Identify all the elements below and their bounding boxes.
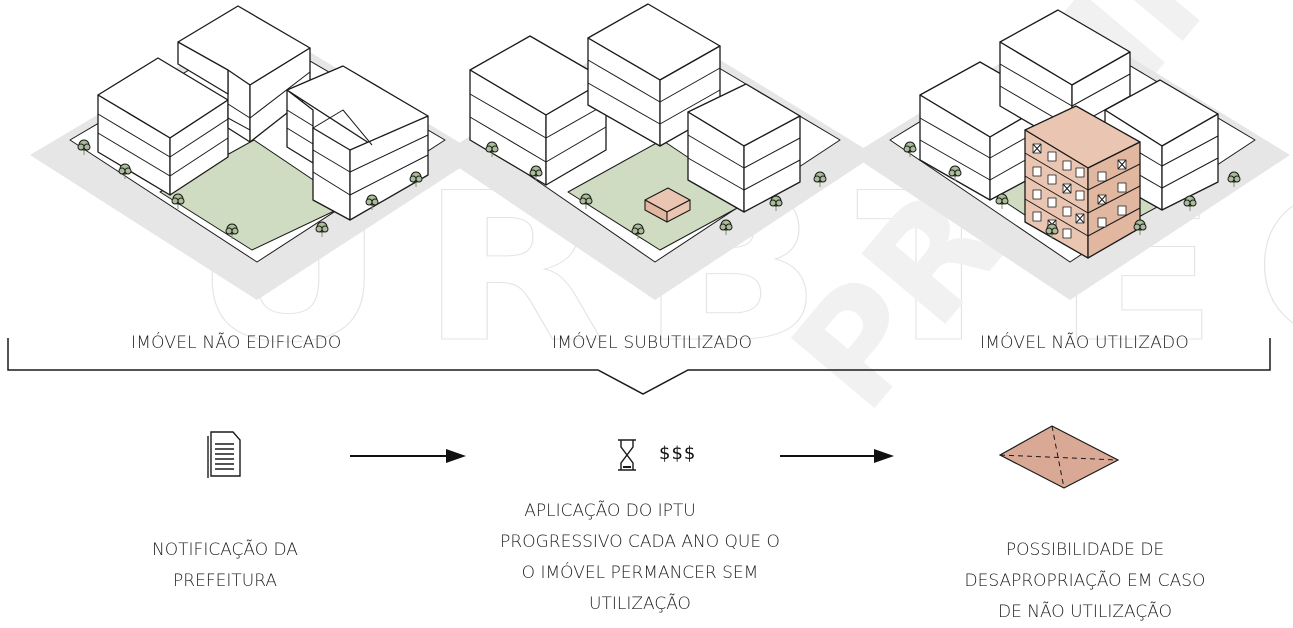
caption-not-built: IMÓVEL NÃO EDIFICADO [131,333,342,353]
step-line: DESAPROPRIAÇÃO EM CASO [964,571,1206,591]
step-line: PREFEITURA [173,571,277,591]
caption-unused: IMÓVEL NÃO UTILIZADO [980,333,1189,353]
hourglass-icon [618,439,636,471]
arrow-1 [350,449,466,463]
step-line: O IMÓVEL PERMANCER SEM [521,563,759,583]
step-progressive-tax: APLICAÇÃO DO IPTU PROGRESSIVO CADA ANO Q… [470,496,810,620]
step-line: DE NÃO UTILIZAÇÃO [998,602,1172,622]
step-expropriation: POSSIBILIDADE DE DESAPROPRIAÇÃO EM CASO … [935,535,1235,628]
scene-underused [440,3,875,300]
step-line: APLICAÇÃO DO IPTU [524,501,696,521]
step-notification: NOTIFICAÇÃO DA PREFEITURA [120,535,330,597]
step-line: PROGRESSIVO CADA ANO QUE O [500,532,780,552]
arrow-2 [780,449,894,463]
money-label: $$$ [659,443,697,464]
land-parcel-icon [998,425,1120,489]
step-line: POSSIBILIDADE DE [1005,540,1165,560]
caption-underused: IMÓVEL SUBUTILIZADO [552,333,753,353]
step-line: NOTIFICAÇÃO DA [152,540,298,560]
grouping-bracket [7,338,1271,395]
step-line: UTILIZAÇÃO [589,594,691,614]
scene-not-built [30,5,480,300]
scene-unused [852,9,1290,300]
document-icon [207,431,241,478]
